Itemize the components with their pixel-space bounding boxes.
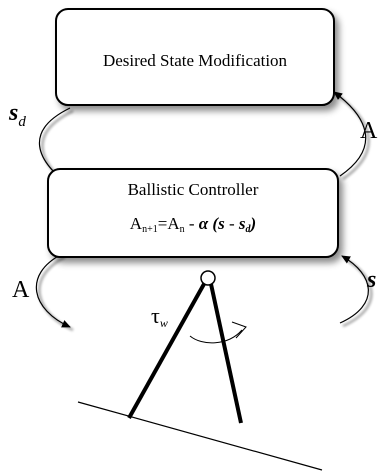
label-A-left: A xyxy=(12,277,30,303)
eq-open: ( xyxy=(208,214,219,233)
update-equation: An+1=An - α (s - sd) xyxy=(49,214,337,235)
arrow-s-right xyxy=(339,255,369,324)
eq-rhs-base: A xyxy=(167,214,180,233)
torque-arrowhead xyxy=(231,321,247,339)
label-sd: sd xyxy=(9,100,26,130)
label-s-right: s xyxy=(367,267,377,293)
label-A-right: A xyxy=(360,118,378,144)
eq-equals: = xyxy=(157,214,168,233)
ground-slope xyxy=(77,401,323,471)
ballistic-controller-box: Ballistic Controller An+1=An - α (s - sd… xyxy=(47,168,339,258)
desired-state-modification-box: Desired State Modification xyxy=(55,8,335,106)
desired-state-modification-title: Desired State Modification xyxy=(102,51,288,70)
eq-s2: s xyxy=(238,214,246,233)
label-tau-base: τ xyxy=(151,303,160,328)
eq-s2-sub: d xyxy=(245,224,251,235)
hip-joint xyxy=(200,270,216,286)
label-sd-sub: d xyxy=(18,114,26,130)
eq-lhs-base: A xyxy=(129,214,143,233)
label-tau-sub: w xyxy=(159,316,168,330)
eq-lhs-sub: n+1 xyxy=(142,224,158,235)
walker-figure xyxy=(127,270,243,424)
torque-arc xyxy=(189,329,243,344)
ballistic-controller-title: Ballistic Controller xyxy=(127,180,259,199)
eq-rhs-sub: n xyxy=(179,224,185,235)
eq-s: s xyxy=(218,214,225,233)
arrow-A-right xyxy=(333,91,367,177)
eq-minus: - xyxy=(184,214,199,233)
eq-alpha: α xyxy=(198,214,209,233)
eq-close: ) xyxy=(250,214,257,233)
arrow-A-left xyxy=(35,253,71,328)
arrow-s-right-shadow xyxy=(342,257,373,328)
eq-minus2: - xyxy=(224,214,239,233)
stance-leg xyxy=(127,283,206,419)
label-tau: τw xyxy=(151,303,168,330)
swing-leg xyxy=(209,283,243,424)
label-sd-base: s xyxy=(9,100,19,126)
